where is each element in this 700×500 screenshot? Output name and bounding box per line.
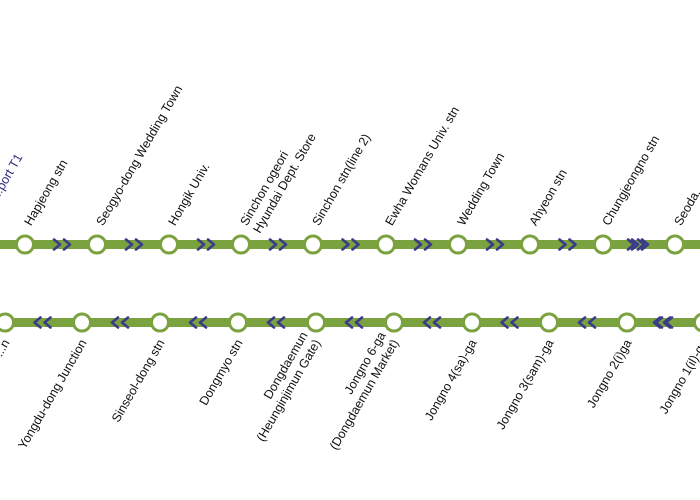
direction-arrow-icon [344,316,364,329]
bottom-route-arrows [33,316,674,329]
direction-arrow-icon [341,238,360,251]
station-marker[interactable] [593,234,613,255]
station-marker[interactable] [303,234,323,255]
chevron-icon [640,238,650,251]
chevron-icon [206,238,216,251]
station-marker[interactable] [228,312,248,333]
station-marker[interactable] [539,312,559,333]
chevron-icon [110,316,120,329]
station-marker[interactable] [0,312,15,333]
chevron-icon [587,316,597,329]
chevron-icon [62,238,72,251]
station-marker[interactable] [376,234,396,255]
chevron-icon [276,316,286,329]
direction-arrow-icon [485,238,505,251]
direction-arrow-icon [558,238,577,251]
chevron-icon [662,316,672,329]
chevron-icon [495,238,505,251]
chevron-icon [266,316,276,329]
direction-arrow-icon [196,238,216,251]
direction-arrow-icon [33,316,52,329]
direction-arrow-icon [188,316,208,329]
station-marker[interactable] [520,234,540,255]
chevron-icon [432,316,442,329]
chevron-icon [568,238,577,251]
chevron-icon [558,238,567,251]
direction-arrow-icon [266,316,286,329]
chevron-icon [422,316,432,329]
chevron-icon [500,316,509,329]
station-marker[interactable] [617,312,637,333]
direction-arrow-icon [577,316,597,329]
top-route-stations [15,234,685,255]
station-marker[interactable] [448,234,468,255]
chevron-icon [52,238,62,251]
station-marker[interactable] [72,312,92,333]
chevron-icon [134,238,144,251]
direction-arrow-icon [110,316,130,329]
chevron-icon [33,316,42,329]
chevron-icon [341,238,350,251]
station-marker[interactable] [665,234,685,255]
chevron-icon [43,316,52,329]
chevron-icon [354,316,364,329]
chevron-icon [351,238,360,251]
direction-arrow-icon [626,238,646,251]
station-marker[interactable] [693,312,700,333]
direction-arrow-icon [268,238,288,251]
bottom-route-line [0,318,700,327]
chevron-icon [120,316,130,329]
direction-arrow-icon [52,238,72,251]
chevron-icon [124,238,134,251]
station-marker[interactable] [150,312,170,333]
direction-arrow-icon [413,238,433,251]
chevron-icon [196,238,206,251]
chevron-icon [278,238,288,251]
top-route-arrows [52,238,650,251]
station-marker[interactable] [384,312,404,333]
chevron-icon [630,238,640,251]
direction-arrow-icon [124,238,144,251]
direction-arrow-icon [500,316,519,329]
chevron-icon [413,238,423,251]
chevron-icon [577,316,587,329]
station-marker[interactable] [159,234,179,255]
chevron-icon [485,238,495,251]
chevron-icon [188,316,198,329]
station-marker[interactable] [15,234,35,255]
station-marker[interactable] [231,234,251,255]
direction-arrow-icon [652,316,672,329]
chevron-icon [626,238,636,251]
direction-arrow-icon [422,316,442,329]
chevron-icon [652,316,662,329]
direction-arrow-icon [630,238,650,251]
station-marker[interactable] [306,312,326,333]
station-marker[interactable] [87,234,107,255]
chevron-icon [510,316,519,329]
chevron-icon [423,238,433,251]
top-route-line [0,240,700,249]
chevron-icon [344,316,354,329]
station-marker[interactable] [462,312,482,333]
chevron-icon [198,316,208,329]
chevron-icon [268,238,278,251]
chevron-icon [636,238,646,251]
bottom-route-stations [0,312,700,333]
